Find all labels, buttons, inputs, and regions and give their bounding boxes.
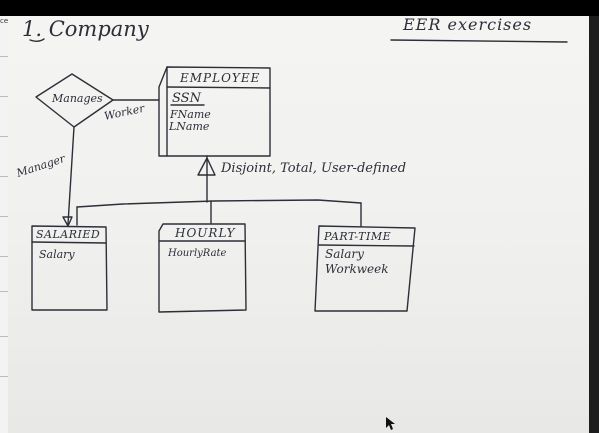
- exercise-title-underline: [390, 39, 568, 43]
- salaried-entity-box: [31, 225, 108, 311]
- margin-tick: [0, 376, 8, 377]
- margin-tick: [0, 216, 8, 217]
- parttime-title: PART-TIME: [323, 230, 391, 243]
- eer-diagram: 1. Company EER exercises EMPLOYEE SSN FN…: [14, 16, 568, 430]
- right-edge-bar: [589, 16, 599, 433]
- whiteboard: 1. Company EER exercises EMPLOYEE SSN FN…: [8, 16, 589, 433]
- subclass-connector: [76, 199, 362, 208]
- employee-entity-box: [158, 66, 271, 157]
- margin-tick: [0, 56, 8, 57]
- margin-tick: [0, 136, 8, 137]
- hourly-entity-box: [158, 223, 247, 313]
- window-top-bar: [0, 0, 599, 16]
- margin-tick: [0, 256, 8, 257]
- margin-tick: [0, 291, 8, 292]
- margin-tick: [0, 96, 8, 97]
- left-margin-text: ce: [0, 17, 9, 25]
- heading-flourish: [29, 38, 45, 42]
- mouse-cursor-icon: [386, 417, 395, 430]
- parttime-entity-box: [314, 225, 416, 312]
- employee-attribute-fname: FName: [169, 108, 211, 121]
- parttime-header-line: [318, 244, 415, 247]
- salaried-attribute-salary: Salary: [39, 248, 75, 261]
- manager-role-label: Manager: [14, 152, 67, 180]
- margin-tick: [0, 176, 8, 177]
- salaried-title: SALARIED: [36, 228, 100, 241]
- hourly-attribute-rate: HourlyRate: [167, 248, 227, 259]
- worker-role-label: Worker: [103, 102, 146, 123]
- manager-link-line: [67, 126, 75, 225]
- specialization-label: Disjoint, Total, User-defined: [220, 161, 406, 176]
- relationship-name: Manages: [51, 92, 103, 105]
- hourly-title: HOURLY: [174, 226, 236, 240]
- margin-tick: [0, 336, 8, 337]
- salaried-header-line: [31, 241, 107, 244]
- page-heading: 1. Company: [22, 17, 150, 41]
- manager-link-arrowhead: [62, 216, 73, 227]
- parttime-attribute-workweek: Workweek: [325, 262, 389, 276]
- exercise-title: EER exercises: [402, 16, 532, 34]
- employee-header-line: [166, 86, 271, 89]
- employee-attribute-lname: LName: [168, 120, 210, 133]
- specialization-triangle: [197, 157, 216, 176]
- employee-title: EMPLOYEE: [179, 71, 260, 85]
- parttime-attribute-salary: Salary: [325, 247, 364, 261]
- employee-key-attribute: SSN: [172, 91, 202, 106]
